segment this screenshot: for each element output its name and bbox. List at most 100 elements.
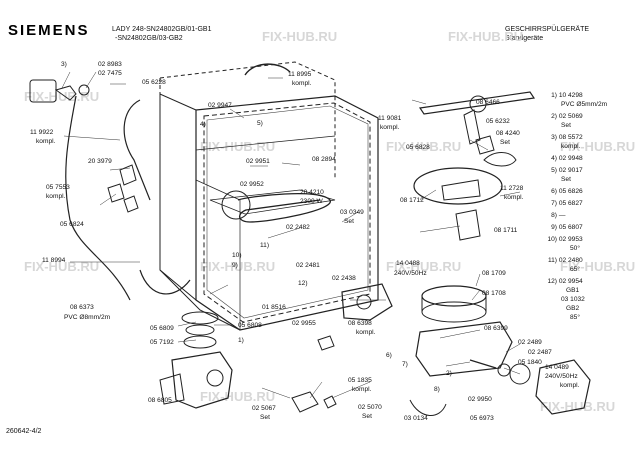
part-label: 02 2482: [286, 224, 310, 231]
part-label: 08 6398: [348, 320, 372, 327]
leader-lines: [61, 71, 521, 399]
drain-pump: [535, 359, 591, 415]
watermark: FIX-HUB.RU: [540, 399, 616, 414]
watermark: FIX-HUB.RU: [200, 259, 276, 274]
tub-floor: [209, 189, 336, 215]
inlet-ring: [78, 84, 90, 96]
parts-list-item-sub: 03 1032: [561, 296, 585, 303]
part-label: 05 7553: [46, 184, 70, 191]
upper-spray-arm: [418, 91, 536, 115]
part-label: 05 6973: [470, 415, 494, 422]
heating-element: [237, 193, 331, 223]
watermark: FIX-HUB.RU: [560, 259, 636, 274]
part-label: Set: [260, 414, 270, 421]
part-label: 240V/50Hz: [394, 270, 427, 277]
pump-housing: [171, 351, 233, 409]
parts-list-item-sub: 50°: [570, 245, 580, 252]
sump-ring-2: [185, 324, 215, 336]
drain-pump-hose: [469, 359, 497, 369]
part-label: kompl.: [46, 193, 66, 200]
tub-interior-wall: [195, 135, 336, 330]
inlet-valve: [29, 79, 57, 103]
lower-spray-hub: [441, 179, 481, 201]
part-label: kompl.: [356, 329, 376, 336]
hose-bottom: [409, 399, 447, 416]
part-label: 02 2438: [332, 275, 356, 282]
part-label: 08 6466: [476, 99, 500, 106]
part-label: 11 9922: [30, 129, 54, 136]
drain-pump-seal: [497, 363, 511, 377]
part-label: Set: [362, 413, 372, 420]
parts-list-item-sub: kompl.: [561, 143, 581, 150]
watermark: FIX-HUB.RU: [24, 259, 100, 274]
category-line-1: GESCHIRRSPÜLGERÄTE: [505, 26, 590, 33]
watermark: FIX-HUB.RU: [448, 29, 524, 44]
pump-motor: [159, 373, 185, 405]
part-label: 6): [386, 352, 392, 359]
part-label: 11 2728: [500, 185, 524, 192]
part-label: 14 0488: [396, 260, 420, 267]
inlet-connector: [54, 85, 77, 101]
category-line-2: Standgeräte: [505, 35, 544, 42]
part-label: 2300 W: [300, 198, 323, 205]
parts-list-item: 3) 08 5572: [551, 134, 583, 141]
part-label: 05 6228: [142, 79, 166, 86]
float-switch: [317, 335, 335, 351]
part-label: 02 9955: [292, 320, 316, 327]
part-label: 08 2894: [312, 156, 336, 163]
spray-arm-hub: [469, 95, 487, 113]
parts-list-item: 10) 02 9953: [547, 236, 583, 243]
bracket-left-1: [119, 164, 137, 186]
circulation-motor: [341, 283, 393, 321]
pump-cap: [206, 369, 224, 387]
part-label: 05 1840: [518, 359, 542, 366]
part-label: 08 6373: [70, 304, 94, 311]
parts-list-item: 12) 02 9954: [547, 278, 583, 285]
part-label: Set: [500, 139, 510, 146]
part-label: 3): [61, 61, 67, 68]
part-label: 8): [434, 386, 440, 393]
part-label: 02 2481: [296, 262, 320, 269]
part-label: 03 0349: [340, 209, 364, 216]
part-label: 08 1708: [482, 290, 506, 297]
parts-list-item: 7) 05 6827: [551, 200, 583, 207]
part-label: 05 7192: [150, 339, 174, 346]
hose-left: [123, 99, 151, 201]
parts-list-item: 9) 05 6807: [551, 224, 583, 231]
part-label: 02 8983: [98, 61, 122, 68]
sump-ring-1: [181, 311, 219, 325]
model-line-1: LADY 248-SN24802GB/01-GB1: [112, 26, 212, 33]
part-label: 08 1711: [494, 227, 518, 234]
part-label: kompl.: [504, 194, 524, 201]
part-label: 08 6399: [484, 325, 508, 332]
part-label: 08 6805: [148, 397, 172, 404]
part-label: kompl.: [352, 386, 372, 393]
part-label: kompl.: [380, 124, 400, 131]
part-label: 02 2487: [528, 349, 552, 356]
part-label: 11 8994: [42, 257, 66, 264]
bracket-left-3: [123, 195, 139, 213]
part-label: 03 0134: [404, 415, 428, 422]
parts-list-item-sub: Set: [561, 176, 571, 183]
model-line-2: -SN24802GB/03-GB2: [115, 35, 183, 42]
part-label: 05 6824: [60, 221, 84, 228]
part-label: 14 0489: [545, 364, 569, 371]
parts-list-item: 1) 10 4298: [551, 92, 583, 99]
parts-list-item: 6) 05 6826: [551, 188, 583, 195]
watermark: FIX-HUB.RU: [200, 139, 276, 154]
part-label: 05 6828: [406, 144, 430, 151]
lower-spray-arm: [413, 167, 503, 205]
part-label: kompl.: [292, 80, 312, 87]
part-label: 1): [238, 337, 244, 344]
part-label: 11): [260, 242, 270, 249]
part-label: 02 5067: [252, 405, 276, 412]
part-label: 240V/50Hz: [545, 373, 578, 380]
circulation-ring-bottom: [421, 301, 487, 323]
part-label: 2): [446, 370, 452, 377]
part-label: kompl.: [560, 382, 580, 389]
part-label: 11 9081: [378, 115, 402, 122]
watermark: FIX-HUB.RU: [560, 139, 636, 154]
watermark: FIX-HUB.RU: [262, 29, 338, 44]
part-label: 02 7475: [98, 70, 122, 77]
part-label: 20 4210: [300, 189, 324, 196]
